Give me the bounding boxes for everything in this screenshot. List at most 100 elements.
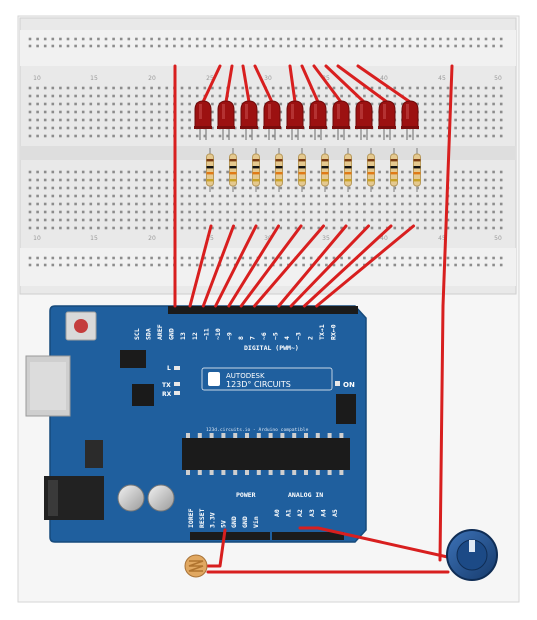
breadboard-hole <box>355 194 359 198</box>
breadboard-hole <box>211 202 214 206</box>
column-number: 15 <box>90 235 98 242</box>
breadboard-hole <box>347 202 351 206</box>
breadboard-hole <box>332 178 336 182</box>
breadboard-hole <box>271 44 275 48</box>
breadboard-hole <box>393 202 397 206</box>
breadboard-hole <box>43 126 47 130</box>
breadboard-hole <box>97 218 100 222</box>
breadboard-hole <box>279 110 283 114</box>
breadboard-hole <box>439 94 442 98</box>
column-number: 40 <box>380 75 388 82</box>
breadboard-hole <box>97 210 100 214</box>
breadboard-hole <box>256 134 260 138</box>
breadboard-hole <box>363 194 366 198</box>
breadboard-hole <box>188 86 191 90</box>
breadboard-hole <box>241 218 245 222</box>
breadboard-hole <box>188 126 191 130</box>
breadboard-hole <box>112 94 115 98</box>
breadboard-hole <box>150 178 153 182</box>
breadboard-hole <box>81 186 85 190</box>
breadboard-hole <box>36 226 39 230</box>
breadboard-hole <box>264 37 267 41</box>
breadboard-hole <box>279 102 283 106</box>
breadboard-hole <box>264 226 267 230</box>
breadboard-hole <box>188 194 191 198</box>
breadboard-hole <box>317 186 321 190</box>
breadboard-hole <box>165 126 169 130</box>
breadboard-hole <box>28 178 32 182</box>
breadboard-hole <box>249 44 252 48</box>
breadboard-hole <box>477 44 480 48</box>
breadboard-hole <box>279 218 283 222</box>
breadboard-hole <box>74 210 77 214</box>
breadboard-hole <box>74 256 77 260</box>
breadboard-hole <box>157 194 161 198</box>
breadboard-hole <box>309 263 313 267</box>
breadboard-hole <box>180 186 184 190</box>
potentiometer[interactable] <box>446 529 498 581</box>
digital-pin-label: RX←0 <box>329 324 337 340</box>
breadboard-hole <box>431 94 435 98</box>
breadboard-hole <box>461 44 465 48</box>
digital-pin-label: 12 <box>191 332 199 340</box>
breadboard-hole <box>135 94 138 98</box>
breadboard-hole <box>446 102 450 106</box>
breadboard-hole <box>104 178 108 182</box>
breadboard-hole <box>492 226 495 230</box>
breadboard-hole <box>431 102 435 106</box>
breadboard-hole <box>195 134 199 138</box>
microcontroller-chip <box>182 438 350 470</box>
breadboard-hole <box>416 194 419 198</box>
reset-button-cap[interactable] <box>74 319 88 333</box>
breadboard-hole <box>332 170 336 174</box>
icsp-header <box>336 394 356 424</box>
breadboard-hole <box>439 194 442 198</box>
breadboard-hole <box>211 118 214 122</box>
breadboard-hole <box>302 37 305 41</box>
led <box>263 100 281 140</box>
breadboard-hole <box>332 256 336 260</box>
breadboard-hole <box>59 226 62 230</box>
digital-pin-label: GND <box>168 328 176 340</box>
breadboard-hole <box>271 37 275 41</box>
breadboard-hole <box>150 218 153 222</box>
breadboard-hole <box>112 194 115 198</box>
breadboard-hole <box>325 263 328 267</box>
breadboard-hole <box>157 170 161 174</box>
breadboard-hole <box>423 134 427 138</box>
breadboard-hole <box>180 210 184 214</box>
breadboard-hole <box>203 226 207 230</box>
breadboard-hole <box>36 186 39 190</box>
breadboard-hole <box>309 178 313 182</box>
digital-pin-label: AREF <box>156 324 164 340</box>
breadboard-hole <box>188 263 191 267</box>
breadboard-hole <box>127 110 131 114</box>
breadboard-hole <box>484 202 488 206</box>
breadboard-hole <box>43 194 47 198</box>
breadboard-hole <box>294 170 298 174</box>
breadboard-hole <box>408 194 412 198</box>
breadboard-hole <box>279 256 283 260</box>
breadboard-hole <box>309 186 313 190</box>
breadboard-hole <box>135 218 138 222</box>
breadboard-hole <box>401 194 404 198</box>
breadboard-hole <box>157 118 161 122</box>
breadboard-hole <box>112 186 115 190</box>
breadboard-hole <box>119 102 123 106</box>
breadboard-hole <box>112 118 115 122</box>
breadboard-hole <box>249 210 252 214</box>
breadboard-hole <box>423 44 427 48</box>
breadboard-hole <box>271 178 275 182</box>
breadboard-hole <box>74 102 77 106</box>
breadboard-hole <box>477 94 480 98</box>
breadboard-hole <box>256 210 260 214</box>
breadboard-hole <box>484 110 488 114</box>
breadboard-hole <box>347 226 351 230</box>
breadboard-hole <box>423 186 427 190</box>
breadboard-hole <box>81 226 85 230</box>
breadboard-hole <box>142 118 146 122</box>
breadboard-hole <box>309 202 313 206</box>
breadboard-hole <box>355 218 359 222</box>
breadboard-hole <box>226 226 229 230</box>
breadboard-hole <box>135 194 138 198</box>
